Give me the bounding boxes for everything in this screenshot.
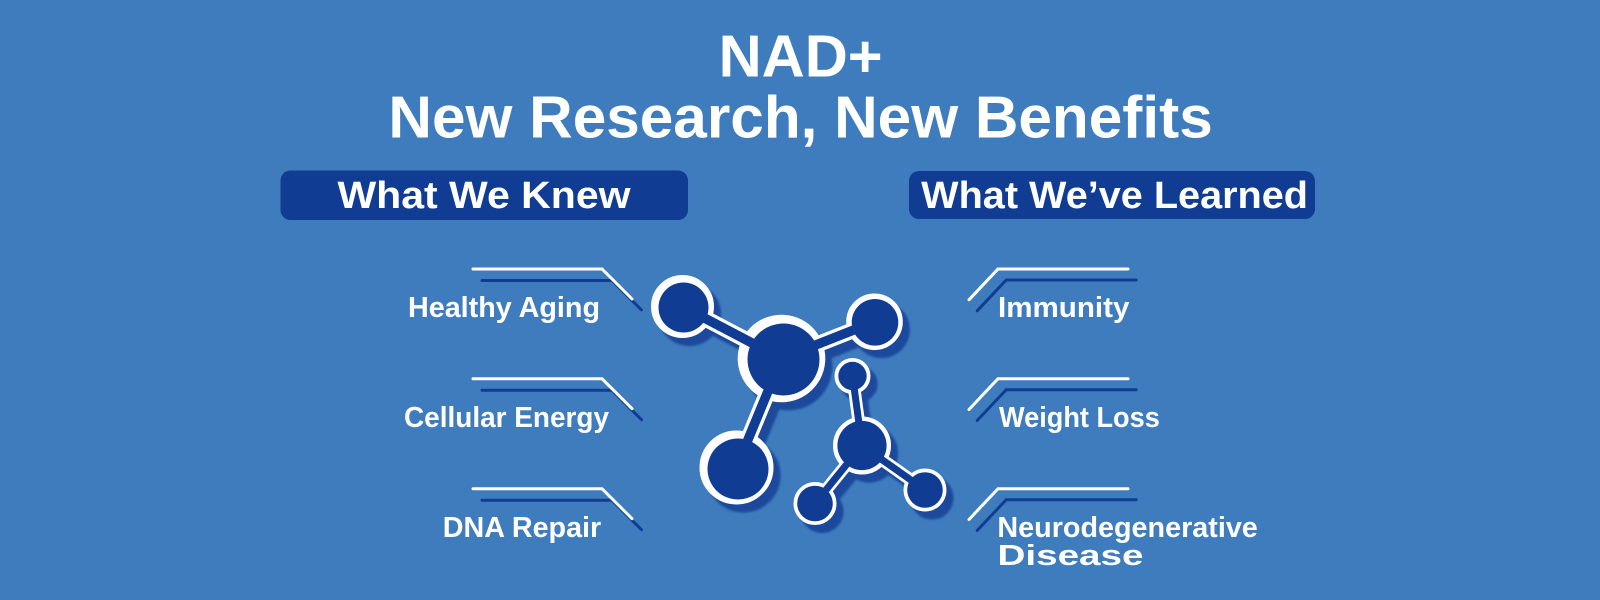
svg-text:NAD+: NAD+ [719, 23, 883, 90]
svg-text:What We’ve Learned: What We’ve Learned [921, 175, 1308, 217]
svg-text:Immunity: Immunity [998, 292, 1129, 324]
svg-text:Healthy Aging: Healthy Aging [408, 292, 600, 324]
svg-text:Weight Loss: Weight Loss [999, 402, 1160, 434]
svg-text:What We Knew: What We Knew [338, 175, 631, 217]
svg-text:Neurodegenerative: Neurodegenerative [997, 512, 1257, 544]
svg-text:Cellular Energy: Cellular Energy [404, 402, 609, 434]
svg-text:DNA Repair: DNA Repair [443, 512, 601, 544]
svg-text:Disease: Disease [998, 540, 1144, 572]
svg-text:New Research, New Benefits: New Research, New Benefits [388, 84, 1212, 151]
